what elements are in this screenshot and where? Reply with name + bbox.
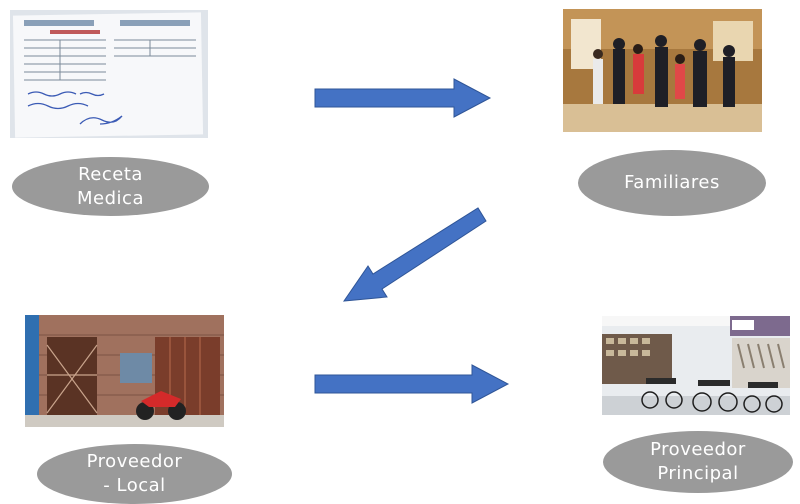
node-principal-line2: Principal [657,463,739,484]
arrow-local-to-principal [314,364,510,404]
node-receta-line1: Receta [78,163,143,185]
family-crowd-photo [563,9,762,132]
arrow-familiares-to-local [342,207,487,302]
node-local-line1: Proveedor [86,451,183,472]
node-receta-medica: Receta Medica [12,157,209,216]
node-familiares: Familiares [578,150,766,216]
node-local-line2: - Local [103,475,166,496]
node-familiares-line1: Familiares [624,172,720,193]
node-proveedor-local: Proveedor - Local [37,444,232,504]
main-store-photo [602,316,790,415]
node-proveedor-principal: Proveedor Principal [603,431,793,493]
prescription-photo [10,10,208,138]
local-shop-photo [25,315,224,427]
node-receta-line2: Medica [77,187,144,209]
arrow-receta-to-familiares [314,78,492,118]
node-principal-line1: Proveedor [650,439,746,460]
